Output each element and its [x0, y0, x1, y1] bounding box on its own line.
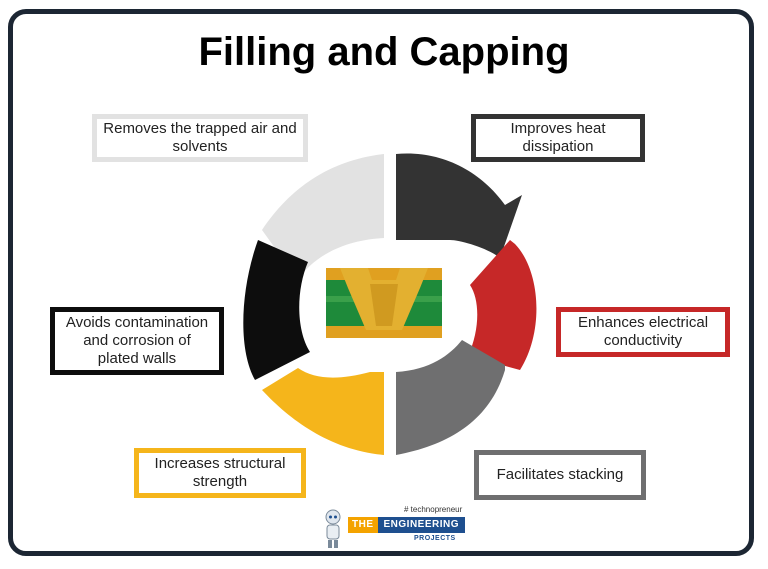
- benefit-box-trapped-air: Removes the trapped air and solvents: [92, 114, 308, 162]
- segment-medium-gray: [396, 340, 505, 455]
- segment-red: [468, 240, 537, 370]
- benefit-text-stacking: Facilitates stacking: [496, 466, 624, 483]
- benefit-text-structural-strength: Increases structural strength: [154, 455, 286, 490]
- robot-mascot-icon: [325, 509, 341, 548]
- benefit-box-contamination: Avoids contamination and corrosion of pl…: [50, 307, 224, 375]
- benefit-text-heat-dissipation: Improves heat dissipation: [510, 120, 606, 155]
- benefit-box-structural-strength: Increases structural strength: [134, 448, 306, 498]
- logo-projects: PROJECTS: [414, 535, 456, 542]
- logo-the: THE: [348, 517, 378, 533]
- benefit-box-conductivity: Enhances electrical conductivity: [556, 307, 730, 357]
- segment-light-gray: [262, 154, 384, 280]
- logo-wordmark: THE ENGINEERING: [348, 517, 466, 533]
- page-title: Filling and Capping: [198, 30, 570, 74]
- segment-black: [243, 240, 310, 380]
- benefit-text-contamination: Avoids contamination and corrosion of pl…: [65, 314, 209, 367]
- segment-dark-gray: [396, 153, 522, 258]
- benefit-text-conductivity: Enhances electrical conductivity: [577, 314, 709, 349]
- logo-engineering: ENGINEERING: [377, 517, 466, 533]
- benefit-box-stacking: Facilitates stacking: [474, 450, 646, 500]
- engineering-projects-logo: # technopreneur THE ENGINEERING PROJECTS: [318, 505, 468, 553]
- segment-yellow: [262, 368, 384, 455]
- via-cross-section-image: [326, 268, 442, 338]
- benefit-text-trapped-air: Removes the trapped air and solvents: [103, 120, 297, 155]
- logo-tagline: # technopreneur: [404, 505, 463, 514]
- benefit-box-heat-dissipation: Improves heat dissipation: [471, 114, 645, 162]
